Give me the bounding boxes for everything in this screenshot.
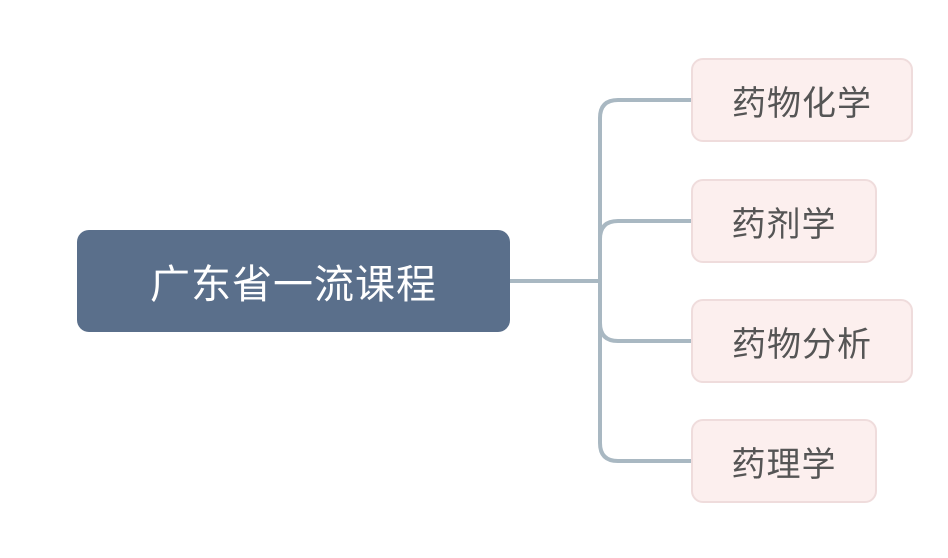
- child-node-label: 药剂学: [731, 204, 837, 245]
- child-node-pharmaceutical-analysis[interactable]: 药物分析: [691, 299, 913, 383]
- root-node-label: 广东省一流课程: [150, 262, 437, 308]
- connector-child-4: [598, 323, 691, 463]
- child-node-label: 药物化学: [732, 83, 872, 124]
- connector-child-1: [598, 98, 691, 281]
- child-node-pharmacology[interactable]: 药理学: [691, 419, 877, 503]
- child-node-medicinal-chemistry[interactable]: 药物化学: [691, 58, 913, 142]
- child-node-label: 药物分析: [732, 324, 872, 365]
- connector-child-3: [598, 281, 691, 343]
- connector-child-2: [598, 219, 691, 240]
- root-node[interactable]: 广东省一流课程: [77, 230, 510, 332]
- child-node-label: 药理学: [731, 444, 837, 485]
- child-node-pharmaceutics[interactable]: 药剂学: [691, 179, 877, 263]
